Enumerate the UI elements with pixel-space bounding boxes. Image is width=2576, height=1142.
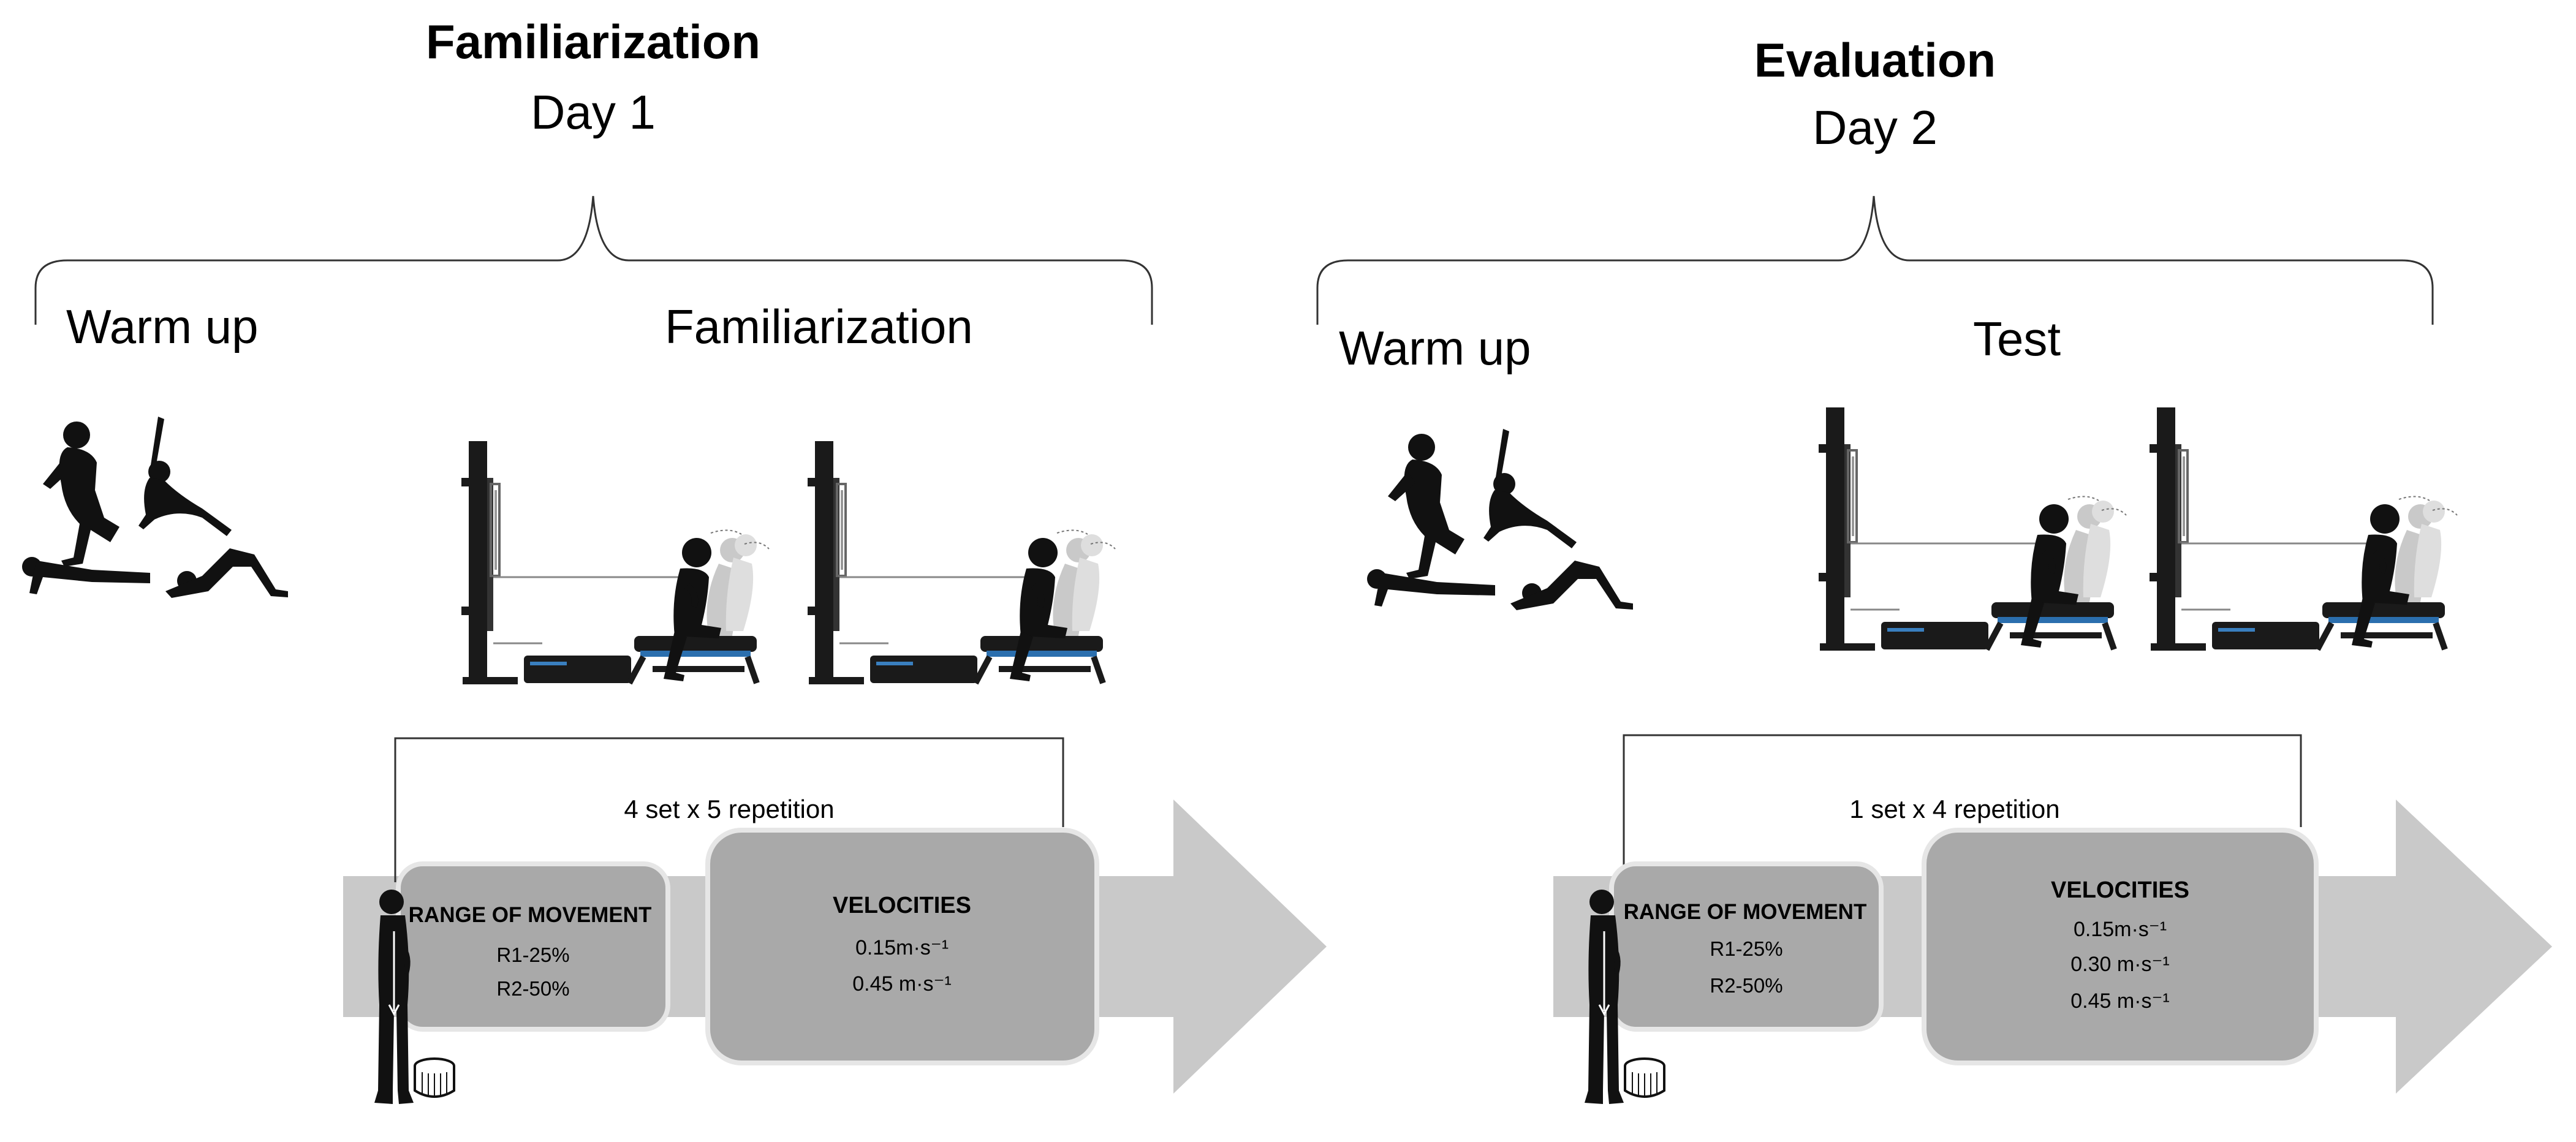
velocity-line-2: 0.30 m·s⁻¹ xyxy=(2070,953,2170,976)
warmup-label: Warm up xyxy=(66,300,259,354)
sets-label: 1 set x 4 repetition xyxy=(1849,795,2059,823)
phase-title: Evaluation xyxy=(1754,33,1996,87)
velocities-heading: VELOCITIES xyxy=(833,893,971,918)
rom-line-1: R1-25% xyxy=(1710,937,1782,960)
phase-day: Day 2 xyxy=(1813,100,1938,154)
machine-illustration-1 xyxy=(461,441,769,684)
rom-line-2: R2-50% xyxy=(496,977,569,1000)
phase-bracket xyxy=(34,195,1153,325)
machine-illustration-2 xyxy=(808,441,1115,684)
rom-line-2: R2-50% xyxy=(1710,974,1782,997)
velocities-heading: VELOCITIES xyxy=(2051,877,2189,903)
velocities-box xyxy=(1922,828,2319,1065)
machine-illustration-1 xyxy=(1819,407,2126,651)
phase-day: Day 1 xyxy=(531,85,656,139)
velocities-box xyxy=(705,828,1099,1065)
sets-bracket xyxy=(1623,734,2302,882)
warmup-label: Warm up xyxy=(1339,321,1531,375)
rom-heading: RANGE OF MOVEMENT xyxy=(409,903,652,927)
rom-line-1: R1-25% xyxy=(496,943,569,966)
velocity-line-3: 0.45 m·s⁻¹ xyxy=(2070,989,2170,1013)
phase-title: Familiarization xyxy=(426,15,760,69)
velocity-line-1: 0.15m·s⁻¹ xyxy=(2074,918,2167,941)
phase-bracket xyxy=(1316,195,2434,325)
velocity-line-1: 0.15m·s⁻¹ xyxy=(855,936,949,959)
phase-evaluation: Evaluation Day 2 Warm up Test 1 set x 4 … xyxy=(1316,33,2552,1105)
sets-bracket xyxy=(394,737,1064,882)
rom-heading: RANGE OF MOVEMENT xyxy=(1624,900,1867,924)
velocity-line-2: 0.45 m·s⁻¹ xyxy=(852,972,952,996)
machine-illustration-2 xyxy=(2150,407,2457,651)
session-label: Test xyxy=(1973,312,2061,366)
warmup-illustration xyxy=(1367,429,1633,610)
session-label: Familiarization xyxy=(665,300,973,354)
sets-label: 4 set x 5 repetition xyxy=(624,795,834,823)
warmup-illustration xyxy=(22,417,288,598)
phase-familiarization: Familiarization Day 1 Warm up Familiariz… xyxy=(22,15,1327,1105)
